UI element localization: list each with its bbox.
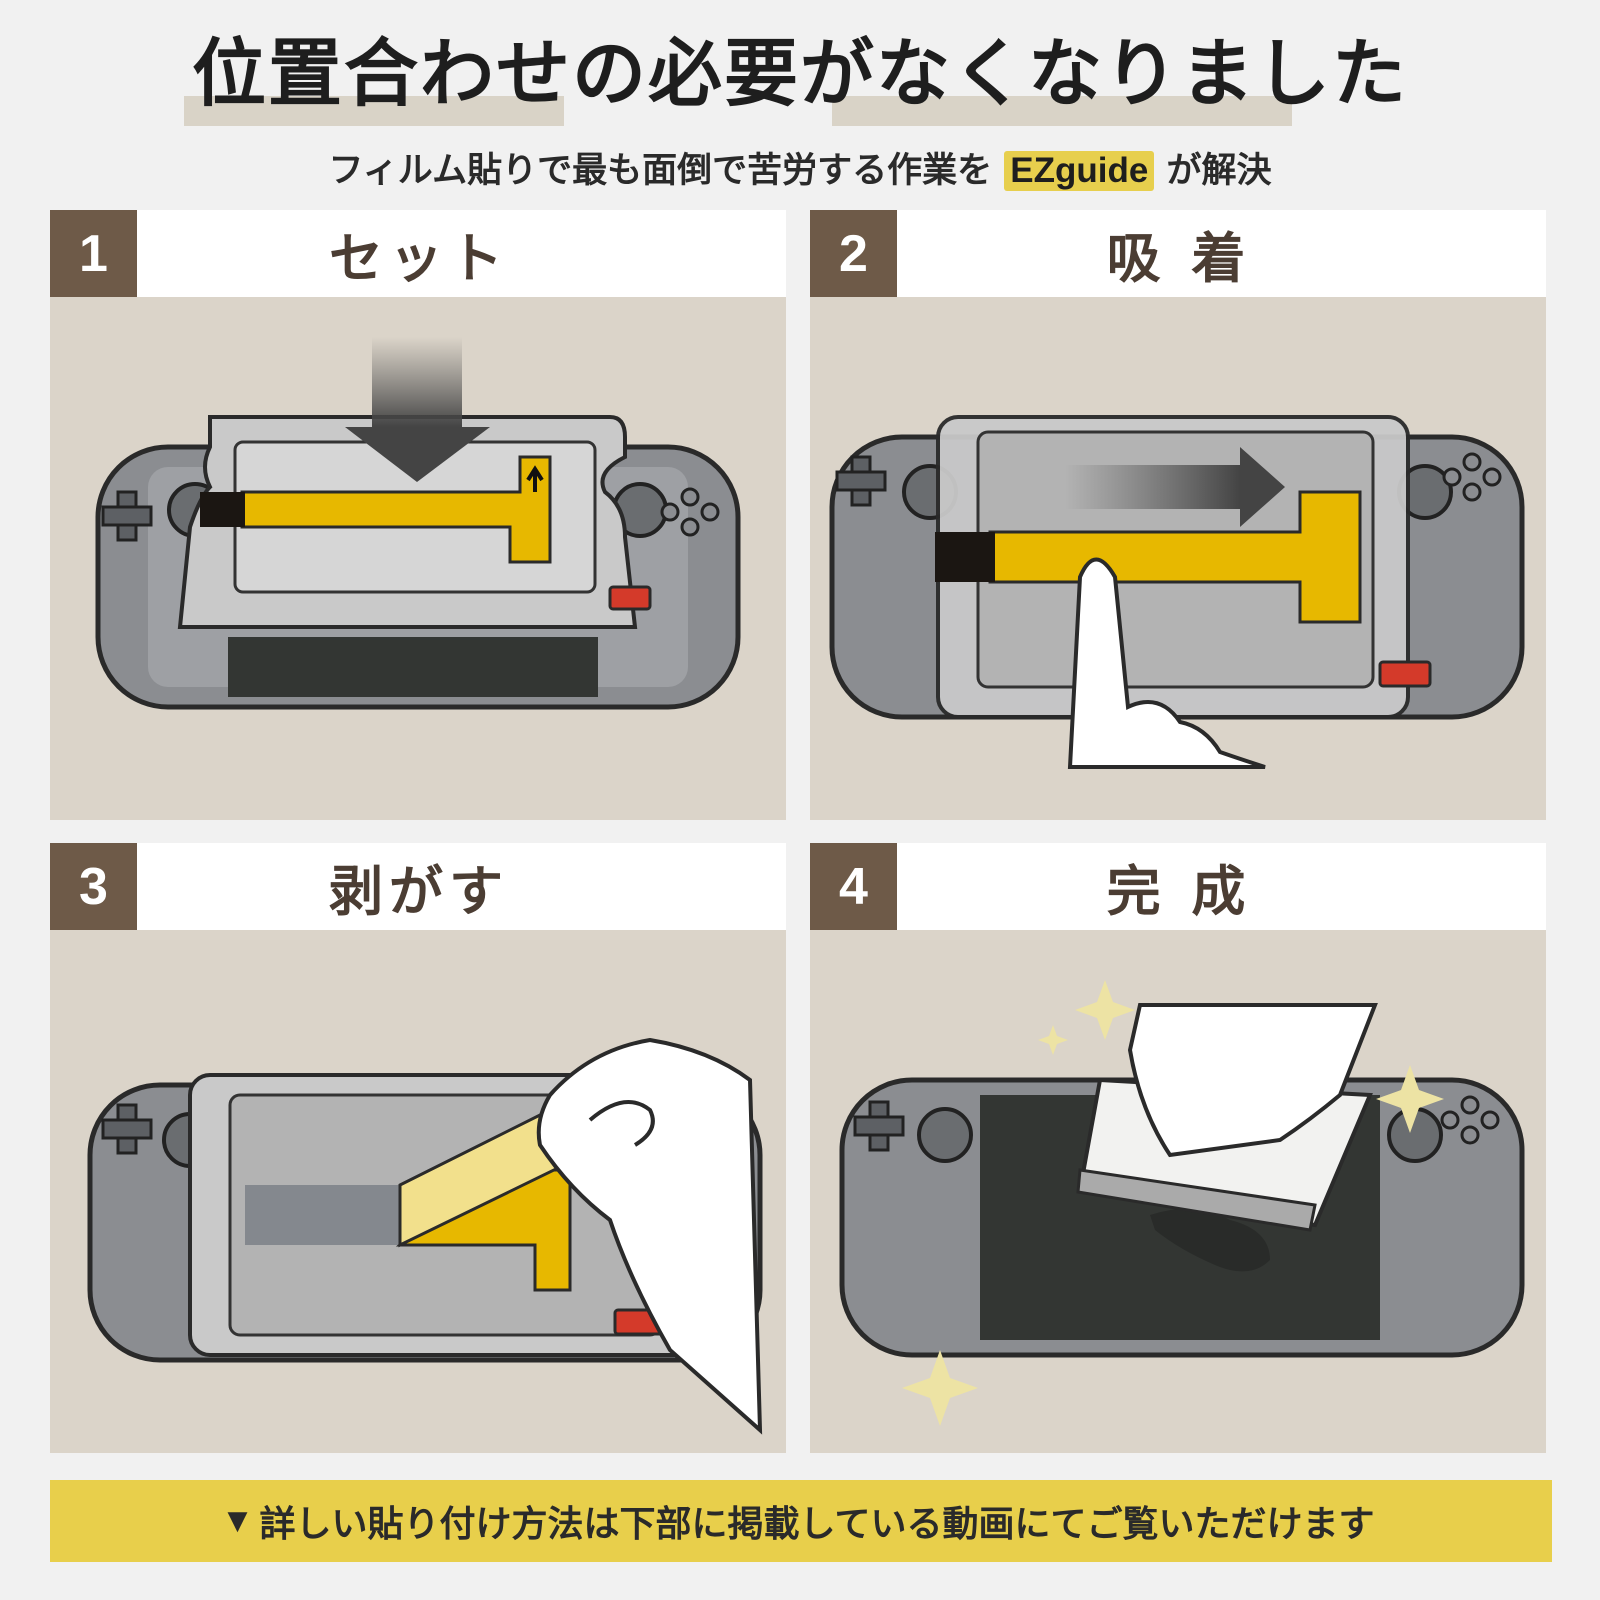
headline-text: 位置合わせの必要がなくなりました	[192, 31, 1408, 117]
red-tab	[1378, 660, 1432, 688]
subheadline: フィルム貼りで最も面倒で苦労する作業を EZguide が解決	[0, 142, 1600, 193]
step-header: 4 完 成	[810, 843, 1546, 930]
thumbstick-left-icon	[917, 1107, 973, 1163]
footer-video-note: ▼ 詳しい貼り付け方法は下部に掲載している動画にてご覧いただけます	[50, 1480, 1552, 1562]
subhead-after: が解決	[1166, 151, 1272, 191]
film-guide-frame	[177, 415, 652, 629]
step-panel-4: 4 完 成	[810, 843, 1546, 1453]
step-header: 3 剥がす	[50, 843, 786, 930]
step-panel-3: 3 剥がす	[50, 843, 786, 1453]
ezguide-badge: EZguide	[1004, 151, 1155, 191]
step-header: 2 吸 着	[810, 210, 1546, 297]
face-buttons-icon	[1442, 452, 1502, 502]
dpad-icon	[853, 1100, 905, 1152]
hand-icon	[1127, 1003, 1378, 1158]
step-illustration-adhere	[810, 297, 1546, 820]
step-illustration-peel	[50, 930, 786, 1453]
smudge-mark	[1150, 1208, 1270, 1272]
down-triangle-icon: ▼	[227, 1506, 248, 1536]
red-tab	[608, 585, 652, 611]
headline: 位置合わせの必要がなくなりました	[184, 30, 1408, 126]
film-guide-frame	[935, 415, 1432, 719]
dpad-icon	[835, 455, 887, 507]
dpad-icon	[101, 490, 153, 542]
step-number: 1	[50, 210, 137, 297]
face-buttons-icon	[660, 487, 720, 537]
step-header: 1 セット	[50, 210, 786, 297]
footer-text: 詳しい貼り付け方法は下部に掲載している動画にてご覧いただけます	[259, 1504, 1375, 1545]
step-title: 吸 着	[1106, 227, 1252, 290]
step-panel-1: 1 セット	[50, 210, 786, 820]
yellow-tab-sticker	[200, 455, 552, 564]
headline-area: 位置合わせの必要がなくなりました	[0, 30, 1600, 126]
step-number: 4	[810, 843, 897, 930]
pointing-finger-icon	[1067, 557, 1266, 769]
headline-highlight-right	[832, 96, 1292, 126]
step-illustration-set	[50, 297, 786, 820]
face-buttons-icon	[1440, 1095, 1500, 1145]
step-illustration-complete	[810, 930, 1546, 1453]
step-title: セット	[329, 227, 509, 290]
hand-icon	[536, 1037, 763, 1435]
step-title: 完 成	[1106, 860, 1252, 923]
step-number: 2	[810, 210, 897, 297]
sparkle-icon	[902, 980, 1444, 1426]
subhead-before: フィルム貼りで最も面倒で苦労する作業を	[328, 151, 993, 191]
down-arrow-icon	[345, 337, 490, 482]
dpad-icon	[101, 1103, 153, 1155]
step-panel-2: 2 吸 着	[810, 210, 1546, 820]
handheld-device-illustration	[839, 1077, 1525, 1358]
step-number: 3	[50, 843, 137, 930]
headline-highlight-left	[184, 96, 564, 126]
right-arrow-icon	[1065, 447, 1285, 527]
step-title: 剥がす	[329, 860, 509, 923]
